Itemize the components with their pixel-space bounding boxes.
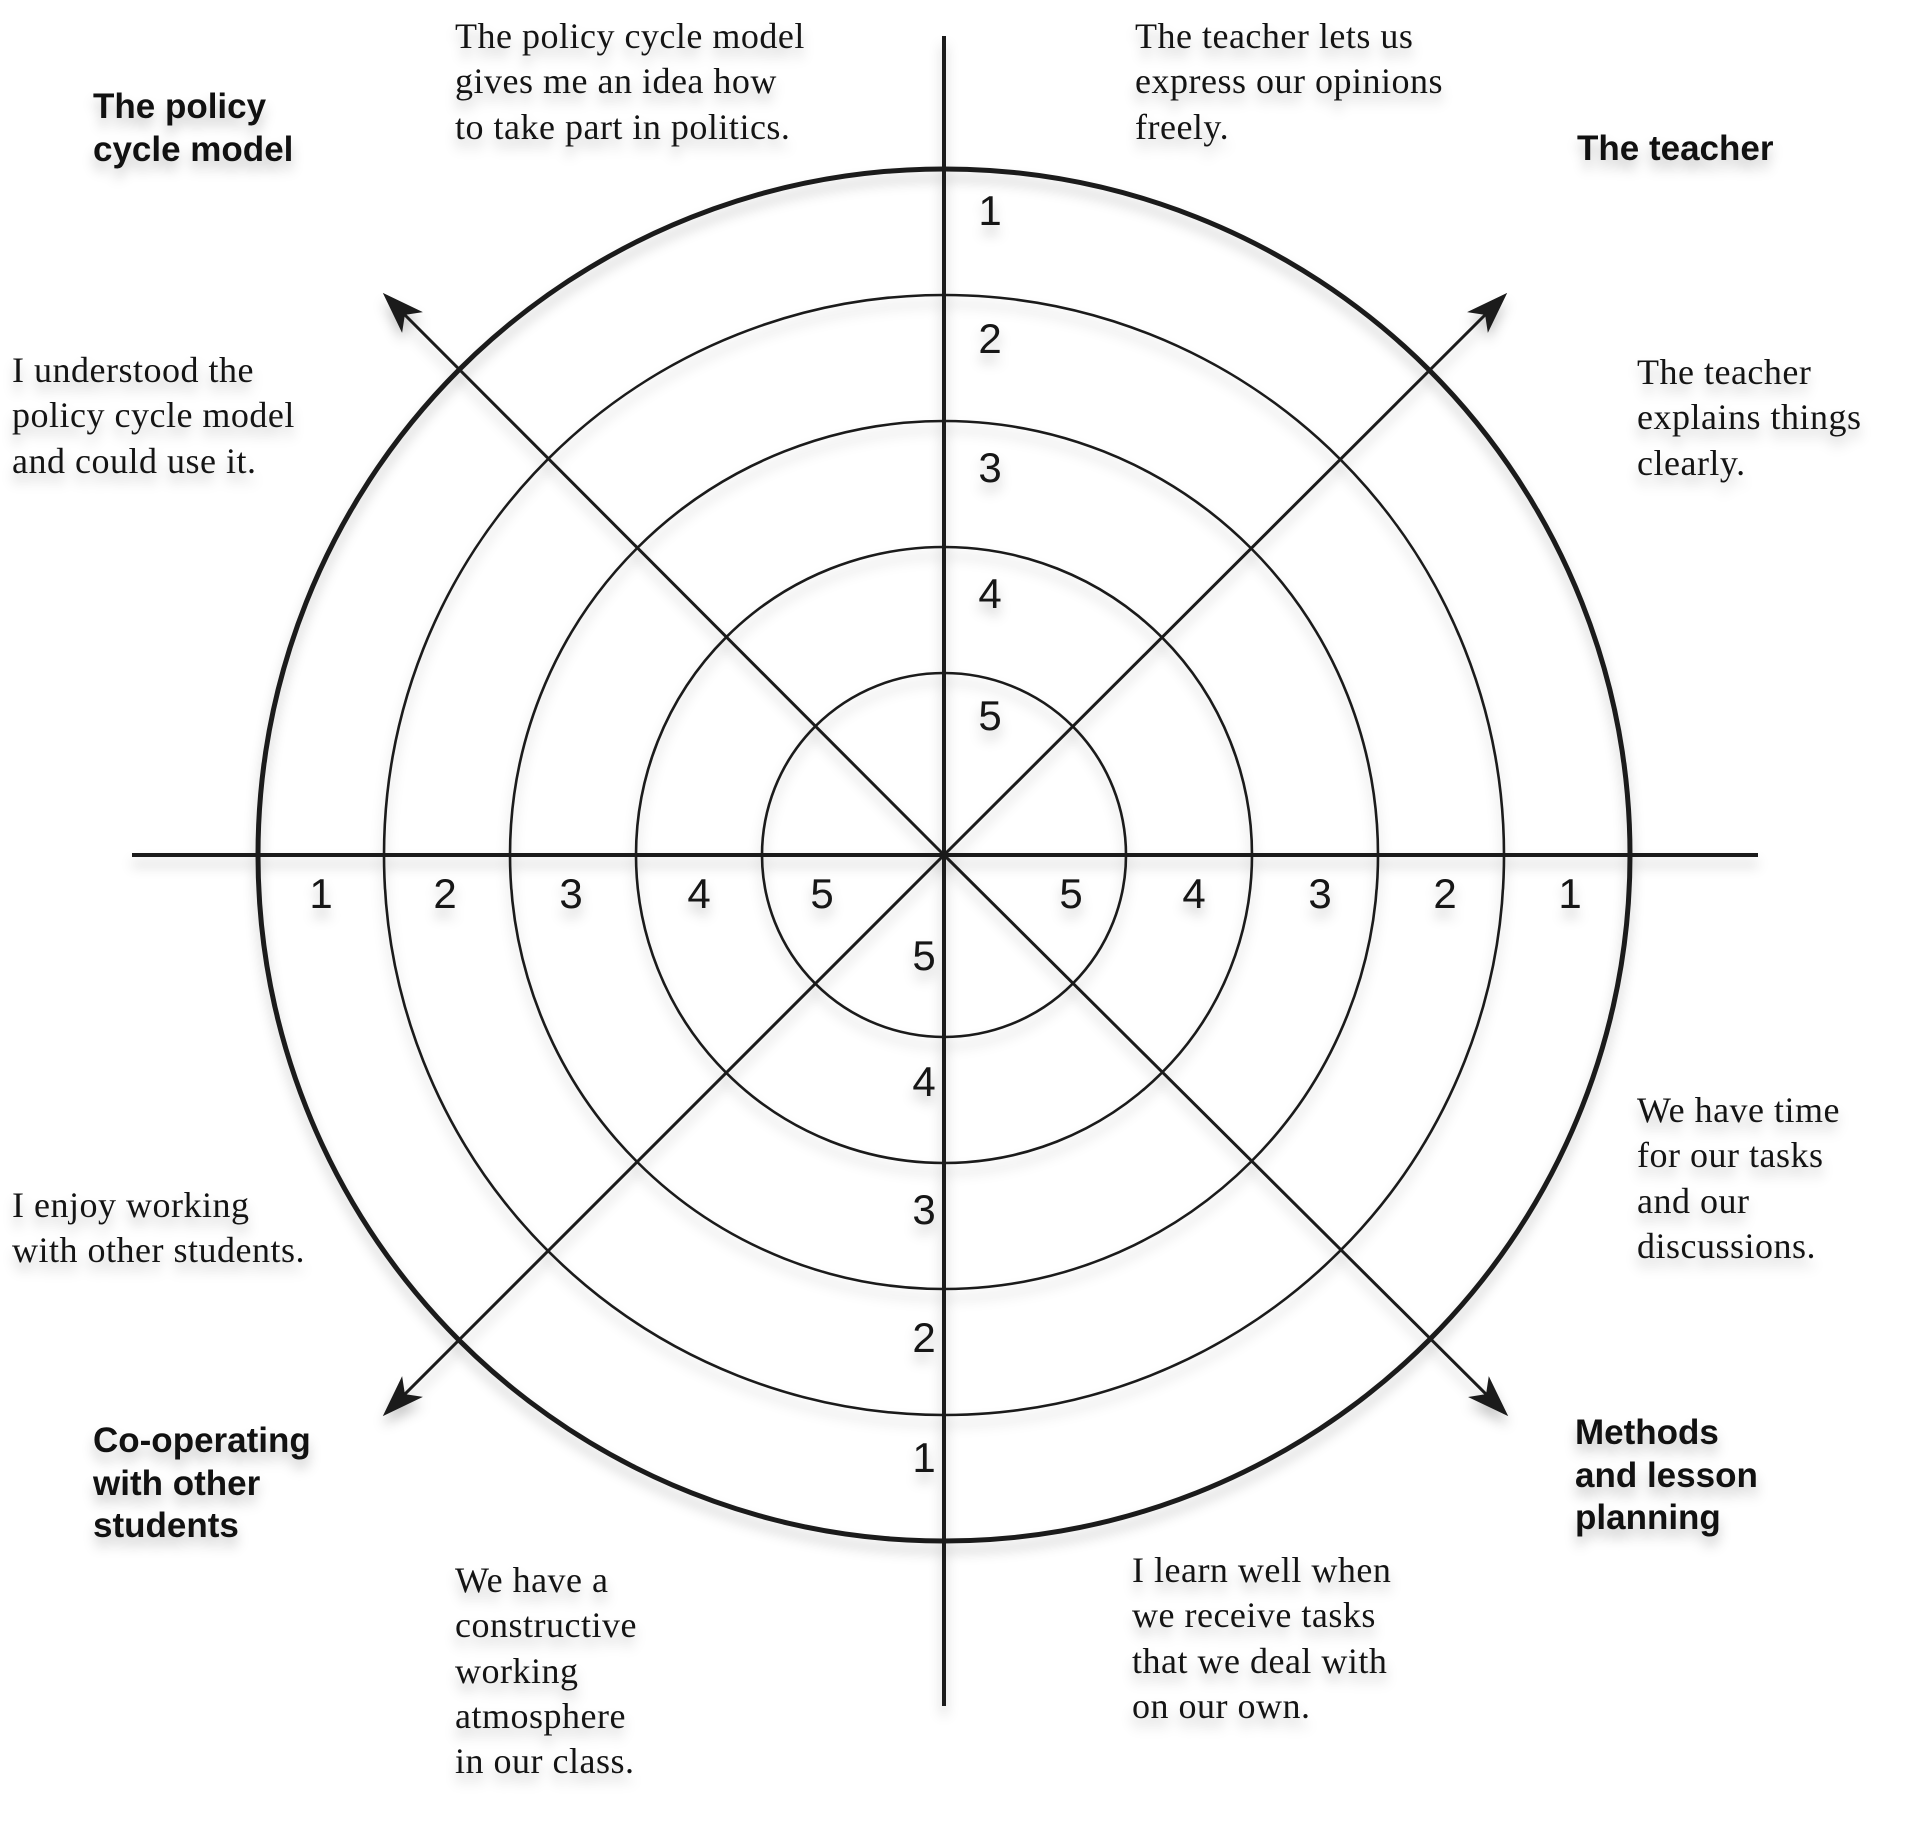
- arrow-northeast: [942, 292, 1508, 857]
- scale-top-1: 1: [978, 187, 1002, 234]
- statement-learn-on-own: I learn well when we receive tasks that …: [1132, 1550, 1392, 1727]
- scale-right-2: 2: [1433, 870, 1457, 917]
- scale-left-3: 3: [559, 870, 583, 917]
- statement-teacher-explains: The teacher explains things clearly.: [1637, 352, 1862, 483]
- scale-top-3: 3: [978, 444, 1002, 491]
- scale-top-2: 2: [978, 315, 1002, 362]
- scale-right-1: 1: [1558, 870, 1582, 917]
- statement-working-atmosphere: We have a constructive working atmospher…: [455, 1560, 637, 1782]
- category-title-methods: Methods and lesson planning: [1575, 1413, 1758, 1538]
- scale-top-5: 5: [978, 692, 1002, 739]
- scale-bottom-4: 4: [912, 1058, 936, 1105]
- scale-top-4: 4: [978, 570, 1002, 617]
- statement-enjoy-working: I enjoy working with other students.: [12, 1185, 305, 1271]
- scale-left-5: 5: [810, 870, 834, 917]
- scale-right-4: 4: [1182, 870, 1206, 917]
- scale-left-4: 4: [687, 870, 711, 917]
- scale-bottom-2: 2: [912, 1314, 936, 1361]
- scale-bottom-1: 1: [912, 1434, 936, 1481]
- statement-policy-participation: The policy cycle model gives me an idea …: [455, 16, 805, 147]
- scale-bottom-3: 3: [912, 1186, 936, 1233]
- arrow-northwest: [382, 292, 946, 857]
- scale-left-1: 1: [309, 870, 333, 917]
- category-title-co-operating: Co-operating with other students: [93, 1421, 311, 1546]
- scale-right-5: 5: [1059, 870, 1083, 917]
- statement-teacher-opinions: The teacher lets us express our opinions…: [1135, 16, 1443, 147]
- statement-policy-understood: I understood the policy cycle model and …: [12, 350, 295, 481]
- category-title-the-teacher: The teacher: [1577, 129, 1774, 168]
- arrow-southwest: [382, 853, 946, 1417]
- scale-bottom-5: 5: [912, 932, 936, 979]
- scale-left-2: 2: [433, 870, 457, 917]
- category-title-policy-cycle-model: The policy cycle model: [93, 87, 294, 169]
- arrow-southeast: [942, 853, 1509, 1417]
- scale-right-3: 3: [1308, 870, 1332, 917]
- statement-time-for-tasks: We have time for our tasks and our discu…: [1637, 1090, 1841, 1267]
